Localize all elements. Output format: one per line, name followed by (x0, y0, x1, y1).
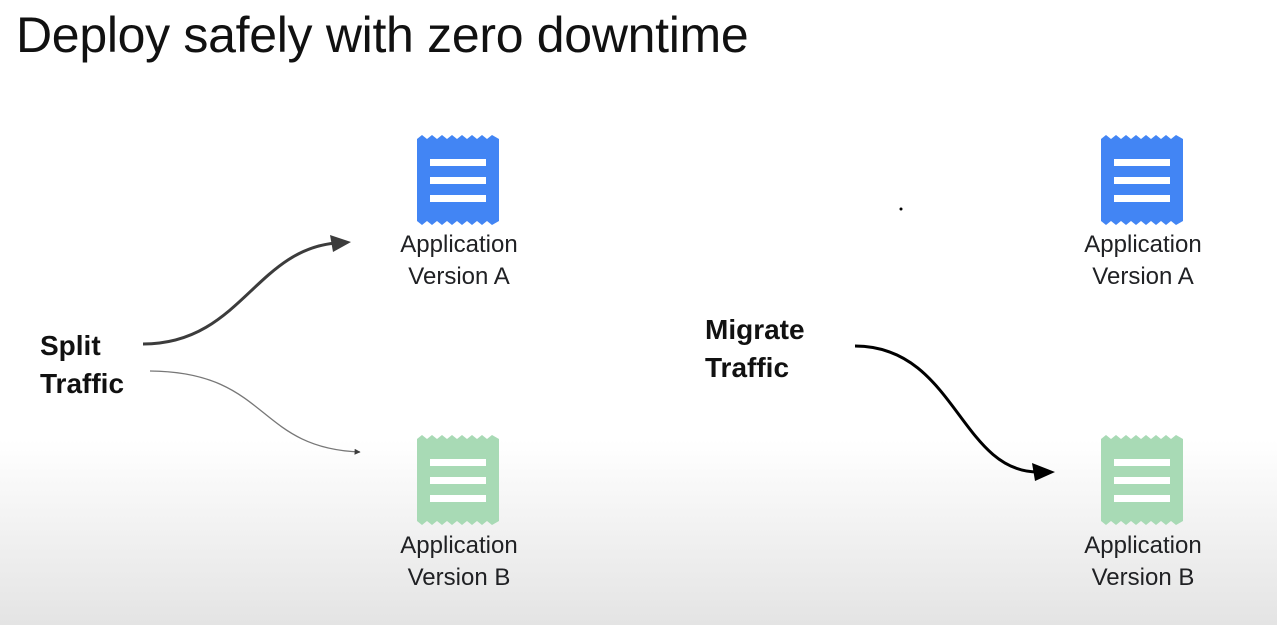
split-arrow-to-version-a (142, 241, 337, 346)
right-version-b-label: Application Version B (1084, 532, 1202, 591)
migrate-traffic-label: Migrate Traffic (705, 314, 805, 383)
document-icon (417, 435, 499, 525)
document-icon (1101, 435, 1183, 525)
right-version-a-label: Application Version A (1084, 231, 1202, 290)
migrate-arrow-to-version-b (854, 344, 1039, 474)
split-arrow-to-version-b (149, 370, 361, 455)
document-icon (1101, 135, 1183, 225)
split-traffic-label: Split Traffic (40, 330, 125, 399)
slide-title: Deploy safely with zero downtime (16, 7, 749, 63)
left-version-b-label: Application Version B (400, 532, 518, 591)
left-version-a-label: Application Version A (400, 231, 518, 290)
migrate-arrowhead-b (1032, 463, 1055, 481)
document-icon (417, 135, 499, 225)
split-arrowhead-a (330, 235, 351, 252)
stray-dot (899, 207, 903, 211)
